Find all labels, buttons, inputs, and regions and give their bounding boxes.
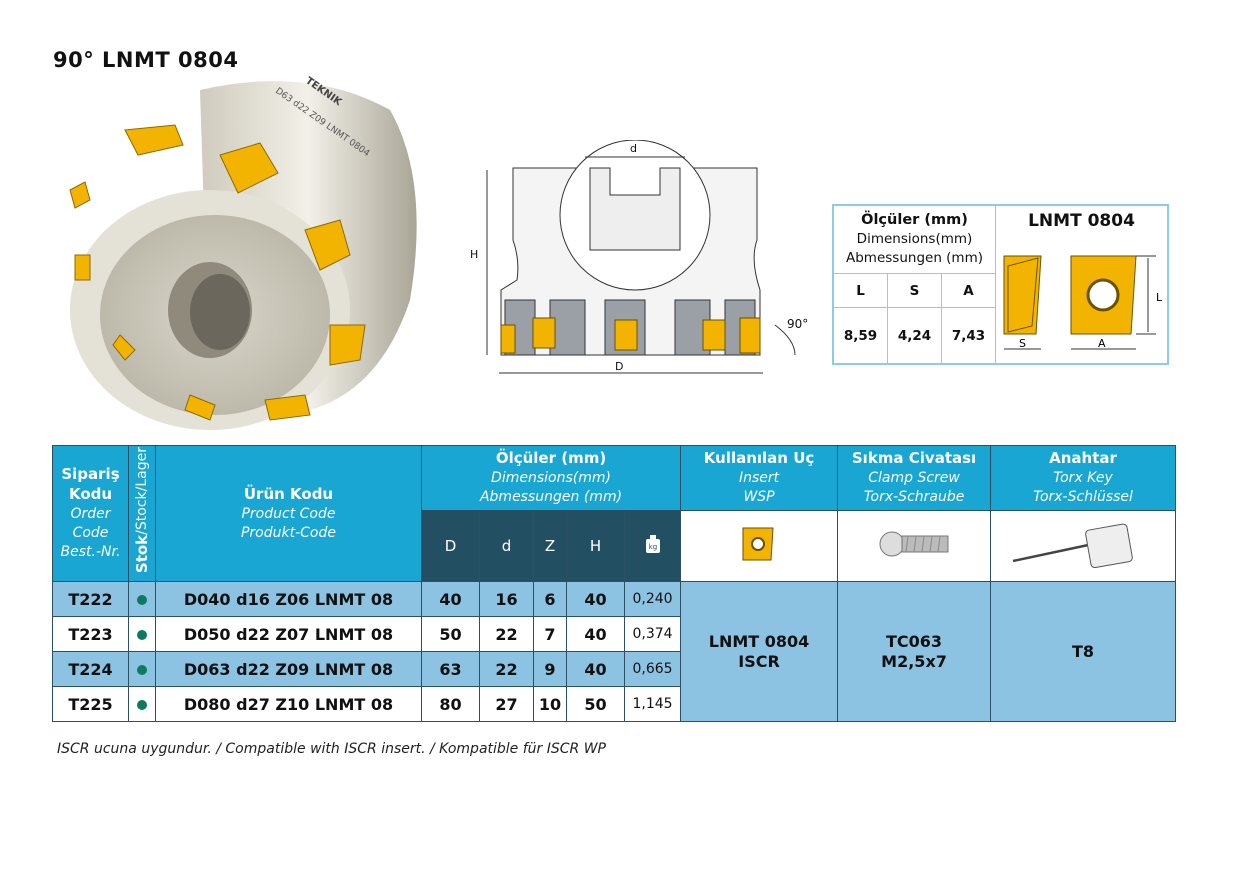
dims-title: Ölçüler (mm): [861, 212, 968, 228]
col-header-Z: Z: [533, 510, 567, 582]
insert-name: LNMT 0804: [1028, 211, 1135, 231]
order-code: T222: [52, 581, 129, 617]
dim-Z: 10: [533, 686, 567, 722]
col-A: A: [963, 282, 974, 299]
col-S: S: [888, 274, 942, 307]
dims-de: Abmessungen (mm): [846, 250, 983, 266]
weight: 0,374: [623, 616, 682, 652]
stock-indicator: [128, 686, 156, 722]
svg-text:kg: kg: [648, 543, 657, 551]
label-L: L: [1156, 291, 1163, 304]
col-header-weight: kg: [623, 510, 682, 582]
dim-Z: 9: [533, 651, 567, 687]
dim-d: 22: [479, 651, 534, 687]
stock-indicator: [128, 616, 156, 652]
weight: 0,240: [623, 581, 682, 617]
insert-drawing: S A L: [1003, 255, 1163, 350]
dim-H: 40: [566, 616, 625, 652]
dim-Z: 7: [533, 616, 567, 652]
value-L: 8,59: [834, 308, 888, 363]
dim-d: 16: [479, 581, 534, 617]
value-A: 7,43: [951, 327, 986, 344]
stock-indicator: [128, 651, 156, 687]
insert-image: [680, 510, 839, 582]
label-angle: 90°: [787, 317, 808, 331]
technical-drawing: d H D 90°: [470, 140, 808, 374]
screw-icon: [879, 531, 949, 557]
dim-D: 63: [421, 651, 480, 687]
dim-D: 50: [421, 616, 480, 652]
label-S: S: [1019, 337, 1026, 350]
dim-d: 27: [479, 686, 534, 722]
page-title: 90° LNMT 0804: [53, 48, 239, 72]
label-H: H: [470, 248, 478, 261]
key-value: T8: [990, 581, 1177, 722]
insert-icon: [742, 527, 774, 561]
order-code: T224: [52, 651, 129, 687]
col-header-H: H: [566, 510, 625, 582]
col-L: L: [834, 274, 888, 307]
stock-indicator: [128, 581, 156, 617]
label-A: A: [1098, 337, 1106, 350]
product-code: D063 d22 Z09 LNMT 08: [155, 651, 422, 687]
product-code: D050 d22 Z07 LNMT 08: [155, 616, 422, 652]
col-header-D: D: [421, 510, 480, 582]
dim-D: 80: [421, 686, 480, 722]
value-S: 4,24: [888, 308, 942, 363]
weight-icon: kg: [645, 535, 660, 553]
table-row: T225 D080 d27 Z10 LNMT 08 80 27 10 50 1,…: [52, 686, 1176, 722]
weight: 1,145: [623, 686, 682, 722]
clamp-screw-image: [837, 510, 992, 582]
table-row: T222 D040 d16 Z06 LNMT 08 40 16 6 40 0,2…: [52, 581, 1177, 722]
milling-cutter-image: D63 d22 Z09 LNMT 0804 TEKNIK: [69, 75, 417, 430]
key-icon: [1012, 523, 1133, 569]
compatibility-note: ISCR ucuna uygundur. / Compatible with I…: [57, 741, 607, 757]
dim-D: 40: [421, 581, 480, 617]
label-d: d: [630, 142, 637, 155]
dim-H: 40: [566, 651, 625, 687]
label-D: D: [615, 360, 623, 373]
table-row: T223 D050 d22 Z07 LNMT 08 50 22 7 40 0,3…: [52, 616, 1176, 652]
insert-dimensions-box: Ölçüler (mm) Dimensions(mm) Abmessungen …: [832, 204, 1169, 365]
dim-H: 50: [566, 686, 625, 722]
product-code: D040 d16 Z06 LNMT 08: [155, 581, 422, 617]
order-code: T223: [52, 616, 129, 652]
product-code: D080 d27 Z10 LNMT 08: [155, 686, 422, 722]
dim-d: 22: [479, 616, 534, 652]
weight: 0,665: [623, 651, 682, 687]
insert-dims-header: Ölçüler (mm) Dimensions(mm) Abmessungen …: [834, 206, 995, 274]
torx-key-image: [990, 510, 1177, 582]
order-code: T225: [52, 686, 129, 722]
dim-H: 40: [566, 581, 625, 617]
header-stock: Stok/Stock/Lager: [128, 445, 156, 582]
dims-en: Dimensions(mm): [856, 231, 973, 247]
col-header-d: d: [479, 510, 534, 582]
dim-Z: 6: [533, 581, 567, 617]
header-dimensions: Ölçüler (mm)Dimensions(mm)Abmessungen (m…: [420, 445, 682, 511]
